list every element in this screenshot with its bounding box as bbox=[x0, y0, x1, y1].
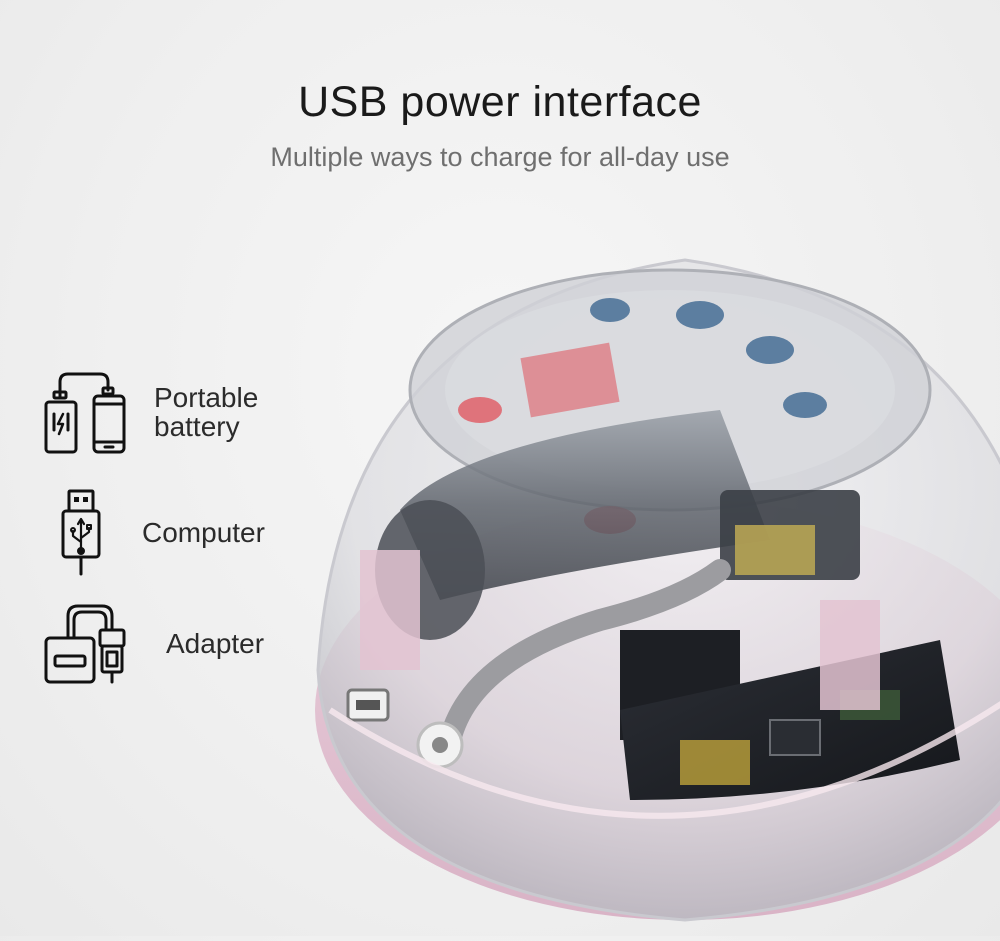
feature-label-adapter: Adapter bbox=[166, 627, 265, 659]
feature-label-computer: Computer bbox=[142, 516, 265, 548]
page-subtitle: Multiple ways to charge for all-day use bbox=[270, 142, 730, 172]
feature-computer: Computer bbox=[60, 488, 265, 576]
feature-adapter: Adapter bbox=[42, 600, 264, 686]
breast-pump-cutaway-image bbox=[300, 240, 1000, 936]
feature-portable-battery: Portable battery bbox=[42, 368, 258, 456]
usb-adapter-icon bbox=[42, 600, 132, 686]
power-bank-phone-icon bbox=[42, 368, 128, 456]
page-title: USB power interface bbox=[298, 78, 702, 126]
usb-plug-icon bbox=[60, 488, 102, 576]
feature-label-portable-battery: Portable battery bbox=[154, 382, 259, 442]
